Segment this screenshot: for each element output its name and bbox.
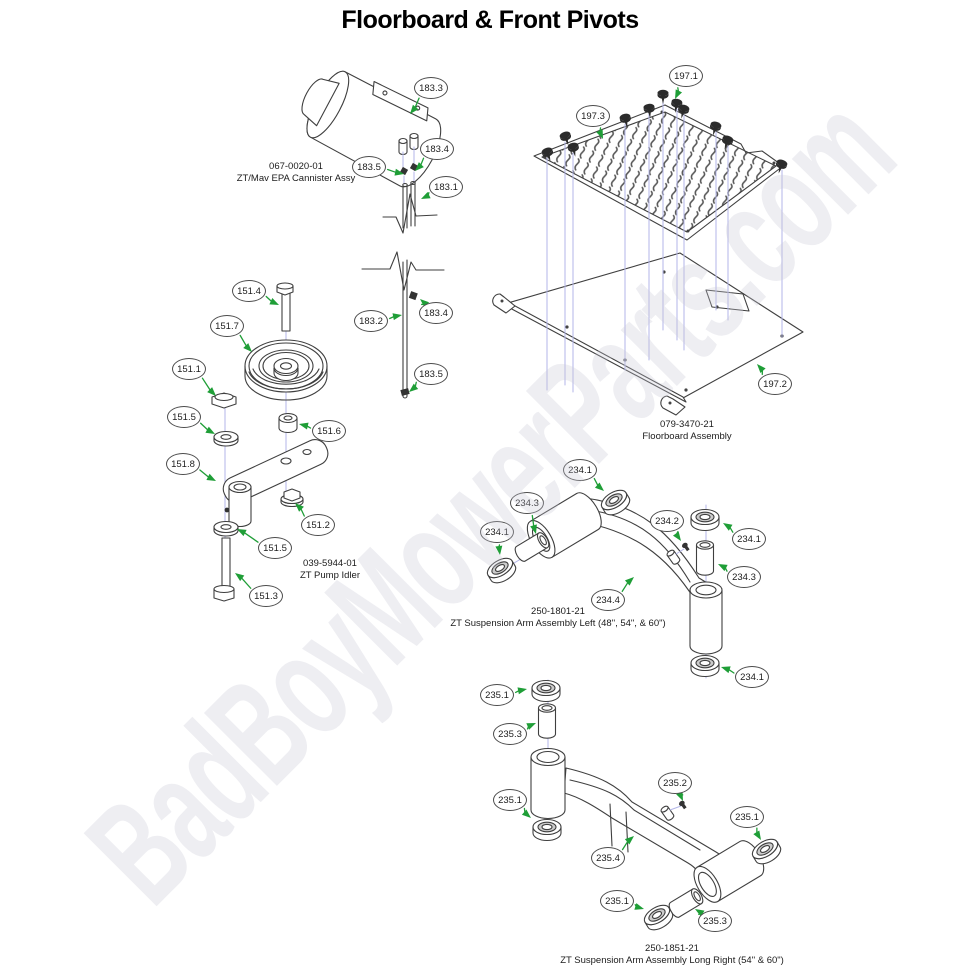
callout-arrows bbox=[199, 87, 766, 917]
floorboard-drawing bbox=[492, 89, 804, 416]
suspension-arm-right-drawing bbox=[530, 679, 785, 935]
purge-line-drawing bbox=[361, 251, 445, 399]
suspension-arm-left-drawing bbox=[483, 485, 723, 679]
canister-drawing bbox=[301, 70, 442, 234]
pump-idler-drawing bbox=[211, 282, 329, 602]
page-title: Floorboard & Front Pivots bbox=[341, 6, 639, 34]
